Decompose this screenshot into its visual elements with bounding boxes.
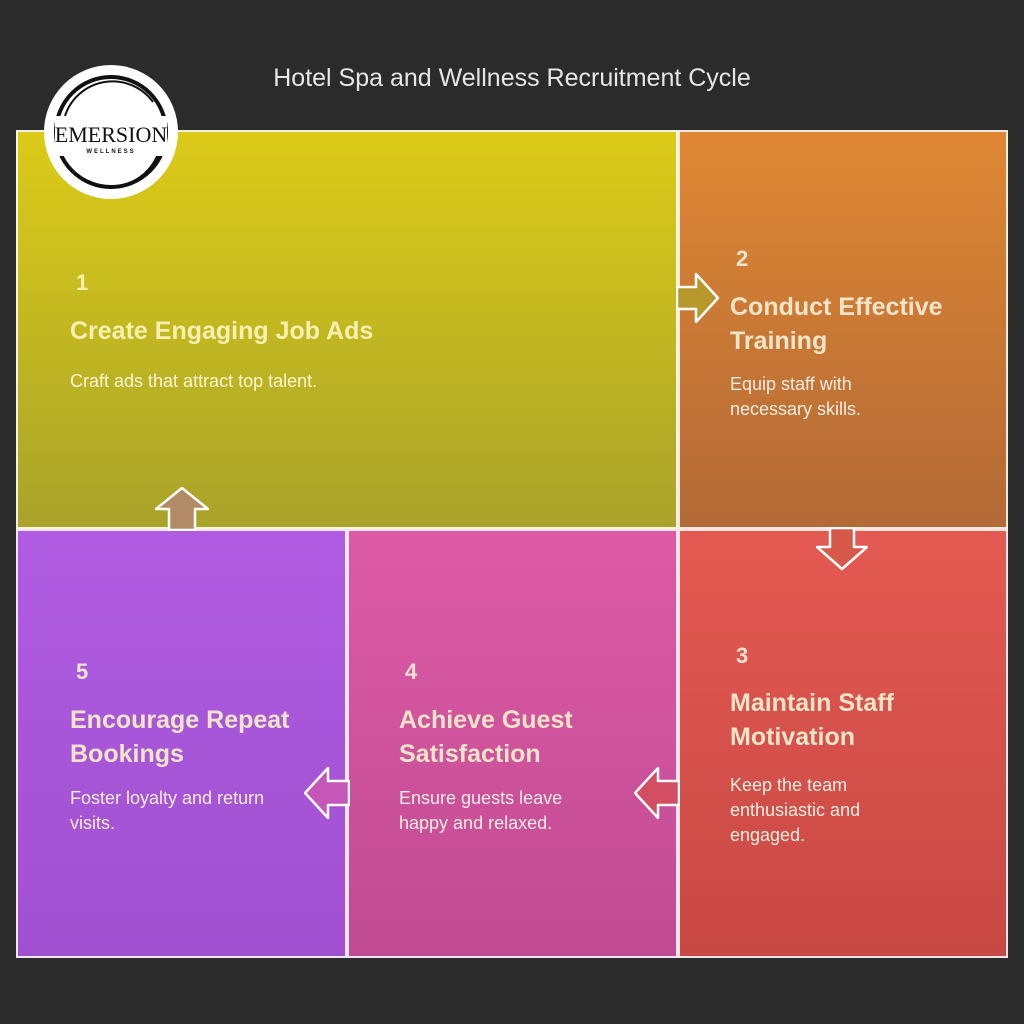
step-4-description-line: happy and relaxed.	[399, 813, 553, 833]
step-2-number: 2	[736, 246, 749, 271]
logo-tagline: WELLNESS	[86, 149, 135, 155]
step-4-description: Ensure guests leave happy and relaxed.	[399, 786, 562, 836]
step-4-number: 4	[405, 659, 418, 684]
step-2-heading-line: Conduct Effective	[730, 293, 943, 321]
diagram-title: Hotel Spa and Wellness Recruitment Cycle	[273, 64, 751, 92]
arrow-left-icon	[634, 767, 680, 819]
step-2-panel: 2 Conduct Effective Training Equip staff…	[678, 130, 1008, 529]
step-4-heading: Achieve Guest Satisfaction	[399, 703, 573, 771]
step-3-description-line: engaged.	[730, 825, 806, 845]
step-1-heading-line: Create Engaging Job Ads	[70, 317, 374, 345]
step-3-heading: Maintain Staff Motivation	[730, 686, 894, 754]
step-1-description-line: Craft ads that attract top talent.	[70, 371, 318, 391]
step-3-panel: 3 Maintain Staff Motivation Keep the tea…	[678, 529, 1008, 958]
step-5-number: 5	[76, 659, 89, 684]
step-5-heading: Encourage Repeat Bookings	[70, 703, 290, 771]
step-5-heading-line: Encourage Repeat	[70, 706, 290, 734]
arrow-down-icon	[816, 527, 868, 571]
step-2-heading-line: Training	[730, 327, 828, 355]
step-2-heading: Conduct Effective Training	[730, 290, 943, 358]
step-3-description-line: Keep the team	[730, 775, 848, 795]
step-2-description-line: Equip staff with	[730, 374, 852, 394]
step-5-description: Foster loyalty and return visits.	[70, 786, 264, 836]
step-3-description-line: enthusiastic and	[730, 800, 861, 820]
step-2-description-line: necessary skills.	[730, 399, 862, 419]
step-2-description: Equip staff with necessary skills.	[730, 372, 861, 422]
emersion-wellness-logo: EMERSION WELLNESS	[44, 65, 178, 199]
step-4-panel: 4 Achieve Guest Satisfaction Ensure gues…	[347, 529, 678, 958]
arrow-left-icon	[304, 767, 350, 819]
step-4-heading-line: Achieve Guest	[399, 706, 573, 734]
step-5-panel: 5 Encourage Repeat Bookings Foster loyal…	[16, 529, 347, 958]
step-4-heading-line: Satisfaction	[399, 740, 541, 768]
step-1-number: 1	[76, 270, 89, 295]
step-3-number: 3	[736, 643, 749, 668]
step-3-heading-line: Motivation	[730, 723, 855, 751]
step-1-heading: Create Engaging Job Ads	[70, 314, 373, 348]
step-5-description-line: Foster loyalty and return	[70, 788, 265, 808]
arrow-up-icon	[155, 487, 209, 531]
step-1-description: Craft ads that attract top talent.	[70, 369, 317, 394]
step-5-description-line: visits.	[70, 813, 115, 833]
step-5-heading-line: Bookings	[70, 740, 184, 768]
step-3-description: Keep the team enthusiastic and engaged.	[730, 773, 860, 848]
step-3-heading-line: Maintain Staff	[730, 689, 894, 717]
step-4-description-line: Ensure guests leave	[399, 788, 563, 808]
arrow-right-icon	[676, 273, 720, 323]
logo-name: EMERSION	[55, 122, 168, 147]
